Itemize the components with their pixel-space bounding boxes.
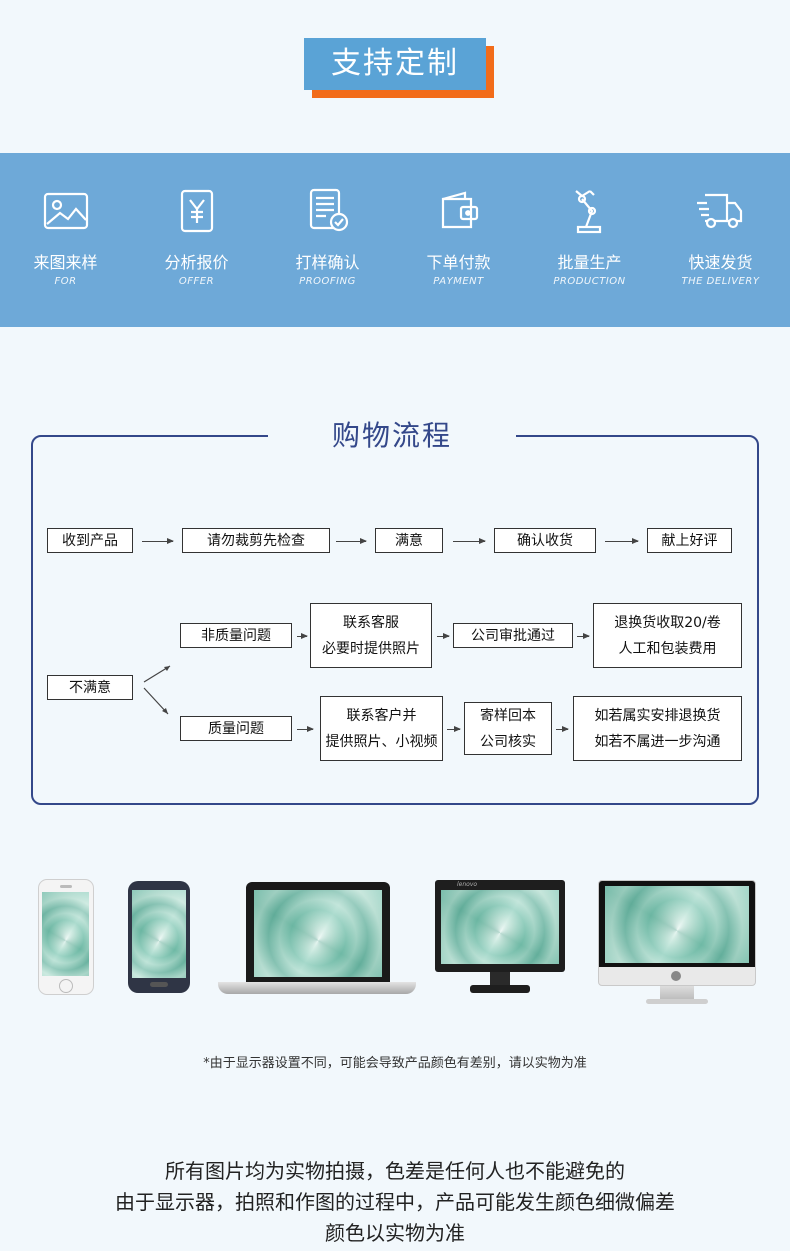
flow-box-non-quality: 非质量问题 [180, 623, 292, 648]
arrow [297, 633, 308, 639]
step-for: 来图来样 FOR [0, 153, 131, 327]
step-label: 下单付款 [426, 253, 491, 272]
arrow [577, 633, 590, 639]
monitor-neck [490, 972, 510, 986]
step-label-en: OFFER [178, 276, 215, 287]
flow-box-received: 收到产品 [47, 528, 133, 553]
step-label-en: PROOFING [299, 276, 356, 287]
flow-box-review: 献上好评 [647, 528, 732, 553]
step-label: 分析报价 [164, 253, 229, 272]
arrow [142, 538, 174, 544]
step-label: 打样确认 [295, 253, 360, 272]
box-line: 寄样回本 [480, 707, 536, 724]
arrow [556, 726, 569, 732]
flow-box-contact-service: 联系客服 必要时提供照片 [310, 603, 432, 668]
desktop-neck [660, 986, 694, 1000]
step-label: 来图来样 [33, 253, 98, 272]
flow-box-sample: 寄样回本 公司核实 [464, 702, 552, 755]
bottom-line-1: 所有图片均为实物拍摄，色差是任何人也不能避免的 [165, 1159, 625, 1183]
box-line: 公司核实 [480, 733, 536, 750]
box-line: 必要时提供照片 [322, 640, 420, 657]
step-label-en: FOR [54, 276, 77, 287]
box-line: 人工和包装费用 [618, 640, 717, 657]
step-proofing: 打样确认 PROOFING [262, 153, 393, 327]
step-offer: 分析报价 OFFER [131, 153, 262, 327]
step-production: 批量生产 PRODUCTION [524, 153, 655, 327]
branch-arrows [143, 665, 171, 715]
bottom-line-2: 由于显示器，拍照和作图的过程中，产品可能发生颜色细微偏差 [115, 1190, 675, 1214]
step-label: 快速发货 [688, 253, 753, 272]
flow-box-confirm: 确认收货 [494, 528, 596, 553]
flow-box-unsatisfied: 不满意 [47, 675, 133, 700]
arrow [605, 538, 639, 544]
robot-arm-icon [575, 190, 602, 234]
flow-box-inspect: 请勿裁剪先检查 [182, 528, 330, 553]
box-line: 如若属实安排退换货 [594, 707, 721, 724]
laptop-base [218, 982, 416, 994]
box-line: 联系客户并 [346, 707, 417, 724]
truck-icon [697, 193, 743, 229]
step-label-en: THE DELIVERY [681, 276, 760, 287]
step-label-en: PRODUCTION [553, 276, 626, 287]
lenovo-monitor: lenovo [435, 880, 565, 972]
monitor-stand [470, 985, 530, 993]
flow-box-approve: 公司审批通过 [453, 623, 573, 648]
flow-box-quality: 质量问题 [180, 716, 292, 741]
monitor-brand: lenovo [457, 881, 478, 888]
bottom-line-3: 颜色以实物为准 [325, 1221, 465, 1245]
arrow [297, 726, 314, 732]
step-label: 批量生产 [557, 253, 622, 272]
arrow [437, 633, 450, 639]
flow-box-satisfied: 满意 [375, 528, 443, 553]
arrow [453, 538, 486, 544]
step-delivery: 快速发货 THE DELIVERY [655, 153, 786, 327]
flow-box-return-fee: 退换货收取20/卷 人工和包装费用 [593, 603, 742, 668]
laptop [246, 882, 390, 982]
image-icon [43, 192, 89, 230]
flow-title: 购物流程 [268, 414, 516, 458]
step-payment: 下单付款 PAYMENT [393, 153, 524, 327]
page-title: 支持定制 [304, 38, 486, 90]
flow-box-exchange: 如若属实安排退换货 如若不属进一步沟通 [573, 696, 742, 761]
process-band: 来图来样 FOR 分析报价 OFFER 打样确认 PROOFING 下单付款 P… [0, 153, 790, 327]
box-line: 如若不属进一步沟通 [594, 733, 721, 750]
arrow [447, 726, 461, 732]
color-note: *由于显示器设置不同，可能会导致产品颜色有差别，请以实物为准 [203, 1056, 587, 1071]
document-check-icon [309, 188, 349, 232]
wallet-icon [441, 191, 479, 229]
box-line: 退换货收取20/卷 [614, 614, 721, 631]
dark-phone [128, 881, 190, 993]
step-label-en: PAYMENT [433, 276, 484, 287]
logo-icon [671, 971, 681, 981]
desktop-monitor [598, 880, 756, 986]
box-line: 联系客服 [343, 614, 399, 631]
flow-box-contact-customer: 联系客户并 提供照片、小视频 [320, 696, 443, 761]
box-line: 提供照片、小视频 [325, 733, 438, 750]
white-phone [38, 879, 94, 995]
yen-icon [180, 189, 214, 233]
arrow [336, 538, 367, 544]
desktop-stand [646, 999, 708, 1004]
